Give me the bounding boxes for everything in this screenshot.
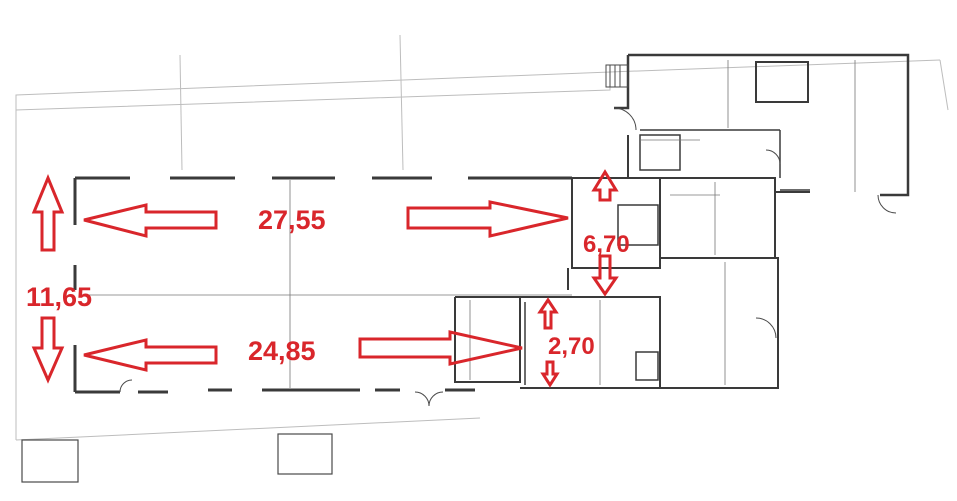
label-lower-width: 24,85: [248, 336, 316, 366]
doors: [119, 107, 897, 407]
arrow-up-depth: [31, 174, 65, 252]
arrow-right-upper: [406, 200, 569, 238]
arrow-down-middle: [591, 254, 619, 297]
outer-blocks: [21, 433, 333, 483]
label-upper-width: 27,55: [258, 205, 326, 235]
dimension-arrows: [31, 169, 619, 388]
entry-steps: [605, 64, 629, 88]
label-middle-room-depth: 6,70: [583, 231, 630, 258]
arrow-left-lower: [83, 338, 218, 372]
arrow-up-middle: [591, 169, 619, 202]
interior-lines: [80, 60, 856, 388]
arrow-up-corridor: [537, 297, 559, 330]
arrow-left-upper: [83, 203, 218, 238]
arrow-down-corridor: [540, 360, 560, 388]
label-depth: 11,65: [26, 282, 92, 312]
building-walls: [73, 53, 910, 394]
paper-sheet: [15, 34, 949, 441]
dimension-labels: 27,55 24,85 11,65 6,70 2,70: [26, 205, 630, 366]
arrow-right-lower: [358, 330, 523, 366]
label-corridor-width: 2,70: [548, 333, 595, 360]
arrow-down-depth: [31, 316, 65, 384]
